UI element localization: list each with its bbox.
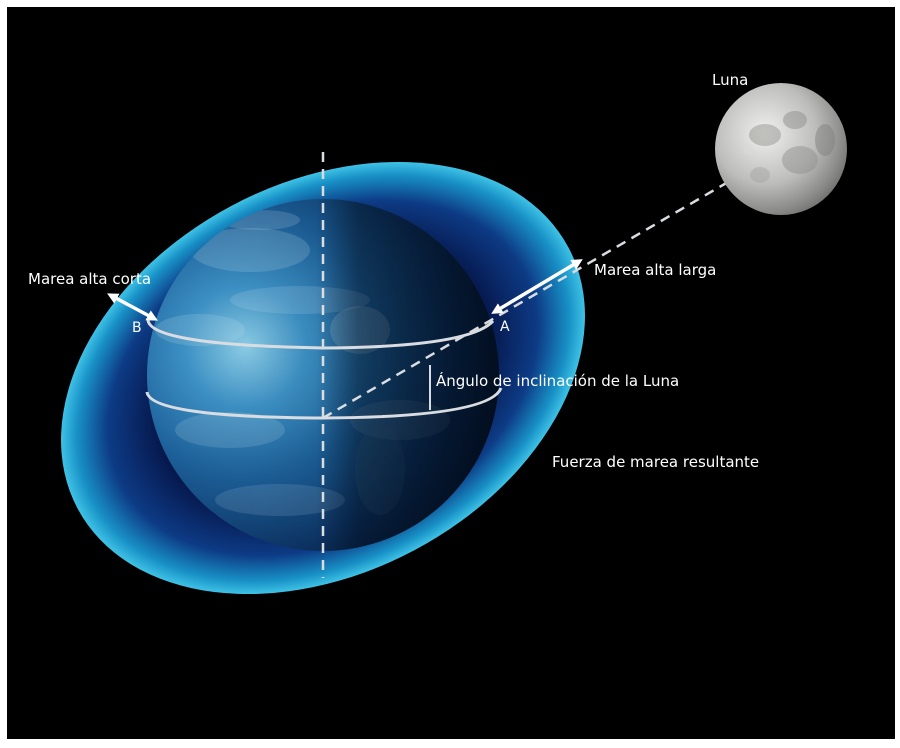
- point-a-label: A: [500, 319, 510, 335]
- long-high-tide-arrow: [491, 259, 583, 314]
- tilt-angle-label: Ángulo de inclinación de la Luna: [436, 371, 679, 390]
- point-b-label: B: [132, 320, 142, 336]
- short-high-tide-arrow: [107, 293, 158, 321]
- moon-label: Luna: [712, 71, 748, 89]
- short-high-tide-label: Marea alta corta: [28, 270, 151, 288]
- resultant-force-label: Fuerza de marea resultante: [552, 453, 759, 471]
- moon: [715, 83, 847, 215]
- latitude-line-upper: [146, 319, 495, 350]
- long-high-tide-label: Marea alta larga: [594, 261, 716, 279]
